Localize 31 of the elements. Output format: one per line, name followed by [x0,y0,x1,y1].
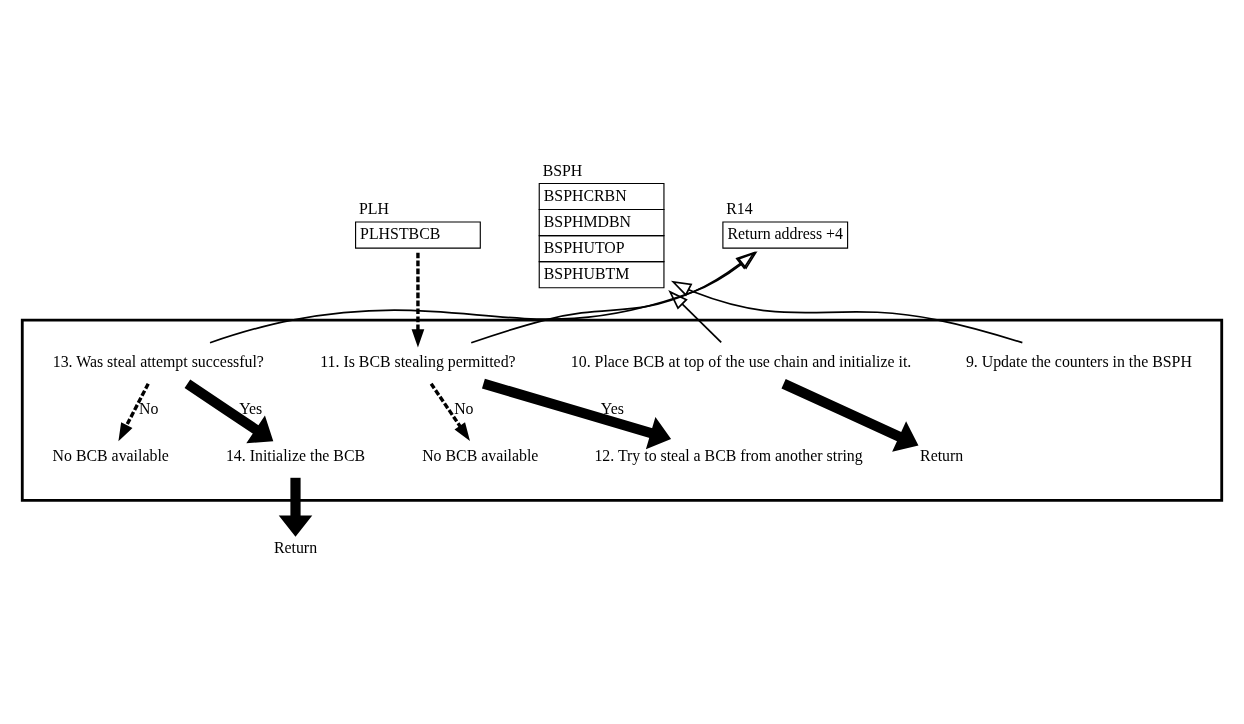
node-text: No BCB available [52,447,169,465]
node-label: BSPH [542,161,583,179]
node-label: R14 [726,200,753,218]
node-text: 13. Was steal attempt successful? [52,353,264,371]
arrow [481,378,672,450]
edge-label: No [454,400,474,418]
node-text: 10. Place BCB at top of the use chain and initialize it. [570,353,912,371]
arrow [184,379,274,444]
arrow [209,251,758,344]
node-text: No BCB available [422,447,539,465]
node-text: 11. Is BCB stealing permitted? [320,353,516,371]
arrow [278,477,313,537]
edge-label: Yes [600,400,624,418]
node-text: 9. Update the counters in the BSPH [965,353,1192,371]
edge-label: No [138,400,159,418]
arrow [781,379,919,452]
node-box: PLHSTBCB [355,221,481,249]
node-text: 14. Initialize the BCB [225,447,366,465]
node-text: 12. Try to steal a BCB from another string [594,447,863,465]
arrow [118,382,150,442]
node-text: Return [273,539,318,557]
cluster [20,318,1224,502]
node-text: Return [920,447,964,465]
arrow [429,382,470,441]
node-label: PLH [358,200,389,218]
arrow [668,290,723,344]
arrow [670,280,1024,344]
node-box: Return address +4 [722,221,849,249]
edge-label: Yes [239,400,263,418]
arrow [470,251,756,344]
arrow [411,252,425,348]
